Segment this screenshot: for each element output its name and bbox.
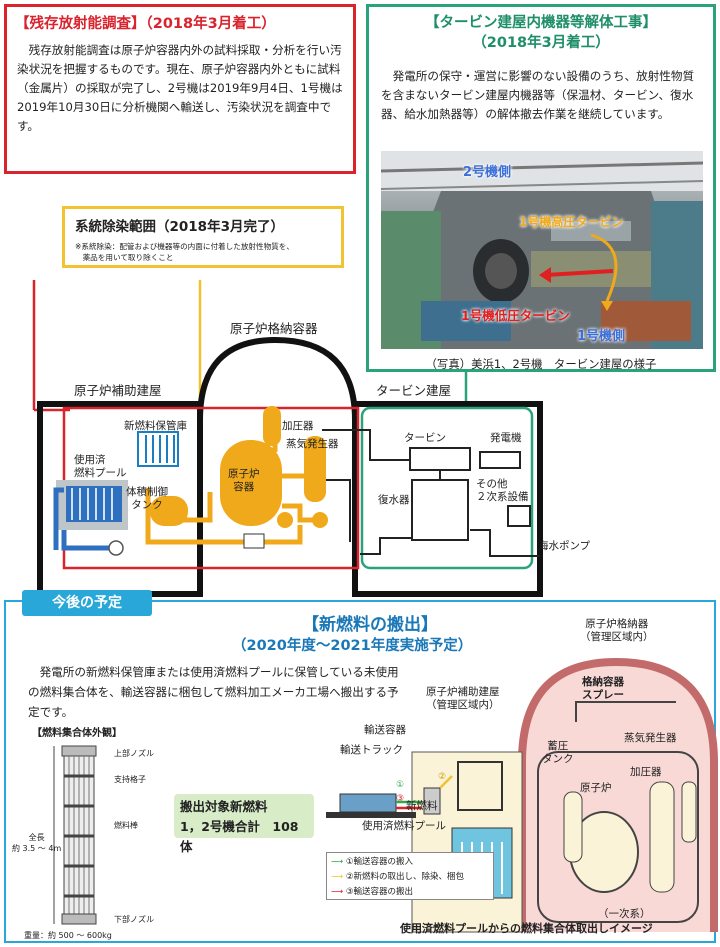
decon-note-line1: ※系統除染：配管および機器等の内面に付着した放射性物質を、 xyxy=(75,242,294,251)
target-line2: 1，2号機合計 108体 xyxy=(180,819,299,854)
decon-note-line2: 薬品を用いて取り除くこと xyxy=(82,253,174,262)
label-spent-pool-line1: 使用済 xyxy=(74,454,106,466)
residual-radioactivity-panel: 【残存放射能調査】（2018年3月着工） 残存放射能調査は原子炉容器内外の試料採… xyxy=(4,4,356,174)
label-aux-building: 原子炉補助建屋 xyxy=(74,383,162,398)
label-spray-line1: 格納容器 xyxy=(582,676,624,688)
plant-diagram-svg xyxy=(32,174,543,597)
label-reactor-vessel: 原子炉 容器 xyxy=(228,468,260,494)
label-total-length-line1: 全長 xyxy=(28,833,45,842)
label-containment: 原子炉格納容器 xyxy=(230,321,318,336)
label-step3: ③ xyxy=(396,794,405,804)
label-turbine-building: タービン建屋 xyxy=(376,383,452,398)
photo-label-unit1: 1号機側 xyxy=(577,329,626,344)
assembly-title: 【燃料集合体外観】 xyxy=(32,728,122,739)
legend-box: ⟶ ①輸送容器の搬入 ⟶ ②新燃料の取出し、除染、梱包 ⟶ ③輸送容器の搬出 xyxy=(326,852,494,900)
label-turbine: タービン xyxy=(404,432,446,444)
label-reactor-line1: 原子炉 xyxy=(228,468,260,480)
decon-title: 系統除染範囲（2018年3月完了） xyxy=(75,219,284,235)
label-reactor-line2: 容器 xyxy=(233,481,255,493)
label-cask: 輸送容器 xyxy=(364,724,406,736)
label-reactor-b: 原子炉 xyxy=(580,782,612,794)
label-spray-line2: スプレー xyxy=(582,689,624,701)
label-containment-b: 原子炉格納器 （管理区域内） xyxy=(580,618,654,644)
system-decon-panel: 系統除染範囲（2018年3月完了） ※系統除染：配管および機器等の内面に付着した… xyxy=(62,206,344,268)
removal-caption: 使用済燃料プールからの燃料集合体取出しイメージ xyxy=(400,922,653,935)
plant-diagram: 原子炉格納容器 原子炉補助建屋 タービン建屋 新燃料保管庫 使用済 燃料プール … xyxy=(0,174,720,600)
legend-item-3: ⟶ ③輸送容器の搬出 xyxy=(331,885,489,900)
turbine-building-photo: 2号機側 1号機高圧タービン 1号機低圧タービン 1号機側 xyxy=(381,151,703,349)
label-other-line2: ２次系設備 xyxy=(476,491,529,503)
label-vct-line1: 体積制御 xyxy=(126,486,168,498)
label-support-grid: 支持格子 xyxy=(114,775,146,784)
target-fuel-box: 搬出対象新燃料 1，2号機合計 108体 xyxy=(174,794,314,854)
label-spray: 格納容器 スプレー xyxy=(582,676,624,702)
photo-illustration xyxy=(381,151,703,349)
label-lower-nozzle: 下部ノズル xyxy=(114,915,154,924)
legend-label-1: ①輸送容器の搬入 xyxy=(345,857,414,867)
future-body: 発電所の新燃料保管庫または使用済燃料プールに保管している未使用の燃料集合体を、輸… xyxy=(28,665,399,719)
label-spent-pool: 使用済 燃料プール xyxy=(74,454,127,480)
label-vct-line2: タンク xyxy=(131,499,163,511)
residual-title: 【残存放射能調査】（2018年3月着工） xyxy=(15,16,276,32)
decon-note: ※系統除染：配管および機器等の内面に付着した放射性物質を、 薬品を用いて取り除く… xyxy=(75,241,294,263)
label-accum-line1: 蓄圧 xyxy=(547,740,569,752)
label-condenser: 復水器 xyxy=(378,494,410,506)
label-new-fuel-storage: 新燃料保管庫 xyxy=(124,420,187,432)
label-generator: 発電機 xyxy=(490,432,522,444)
legend-item-1: ⟶ ①輸送容器の搬入 xyxy=(331,855,489,870)
label-containment-b-line1: 原子炉格納器 xyxy=(585,618,649,630)
turbine-title: 【タービン建屋内機器等解体工事】 （2018年3月着工） xyxy=(369,13,713,53)
label-volume-control-tank: 体積制御 タンク xyxy=(126,486,168,512)
future-plan-panel: 【新燃料の搬出】 （2020年度～2021年度実施予定） 発電所の新燃料保管庫ま… xyxy=(4,600,718,943)
photo-label-unit1-hp: 1号機高圧タービン xyxy=(519,215,624,229)
target-line1: 搬出対象新燃料 xyxy=(180,799,268,814)
turbine-title-line1: 【タービン建屋内機器等解体工事】 xyxy=(425,15,657,31)
label-total-length: 全長 約 3.5 ～ 4m xyxy=(12,832,61,854)
label-aux-b: 原子炉補助建屋 （管理区域内） xyxy=(426,686,500,712)
legend-label-2: ②新燃料の取出し、除染、梱包 xyxy=(345,872,465,882)
label-steam-generator: 蒸気発生器 xyxy=(286,438,339,450)
label-pressurizer: 加圧器 xyxy=(282,420,314,432)
label-step2: ② xyxy=(438,772,447,782)
label-pressurizer-b: 加圧器 xyxy=(630,766,662,778)
legend-arrow-1: ⟶ xyxy=(331,857,344,867)
label-new-fuel-b: 新燃料 xyxy=(406,800,438,812)
label-truck: 輸送トラック xyxy=(340,744,403,756)
label-accumulator: 蓄圧 タンク xyxy=(542,740,574,766)
label-upper-nozzle: 上部ノズル xyxy=(114,749,154,758)
label-seawater-pump: 海水ポンプ xyxy=(538,540,591,552)
turbine-dismantle-panel: 【タービン建屋内機器等解体工事】 （2018年3月着工） 発電所の保守・運営に影… xyxy=(366,4,716,372)
legend-item-2: ⟶ ②新燃料の取出し、除染、梱包 xyxy=(331,870,489,885)
future-title: 【新燃料の搬出】 xyxy=(302,615,438,635)
photo-caption: （写真）美浜1、2号機 タービン建屋の様子 xyxy=(425,357,657,371)
label-primary: （一次系） xyxy=(598,908,651,920)
future-subtitle: （2020年度～2021年度実施予定） xyxy=(232,638,473,654)
future-badge: 今後の予定 xyxy=(22,590,152,616)
photo-label-unit2: 2号機側 xyxy=(463,165,512,180)
legend-arrow-2: ⟶ xyxy=(331,872,344,882)
turbine-body: 発電所の保守・運営に影響のない設備のうち、放射性物質を含まないタービン建屋内機器… xyxy=(381,69,695,121)
photo-label-unit1-lp: 1号機低圧タービン xyxy=(461,308,570,323)
fuel-assembly-illustration xyxy=(53,745,97,925)
legend-label-3: ③輸送容器の搬出 xyxy=(345,887,414,897)
label-aux-b-line1: 原子炉補助建屋 xyxy=(426,686,500,698)
label-step1: ① xyxy=(396,780,405,790)
label-spent-pool-b: 使用済燃料プール xyxy=(362,820,446,832)
label-spent-pool-line2: 燃料プール xyxy=(74,467,127,479)
label-total-length-line2: 約 3.5 ～ 4m xyxy=(12,844,62,853)
label-containment-b-line2: （管理区域内） xyxy=(580,631,654,643)
label-fuel-rod: 燃料棒 xyxy=(114,821,138,830)
label-secondary-equipment: その他 ２次系設備 xyxy=(476,478,529,504)
turbine-title-line2: （2018年3月着工） xyxy=(472,35,610,51)
label-steam-gen-b: 蒸気発生器 xyxy=(624,732,677,744)
label-aux-b-line2: （管理区域内） xyxy=(426,699,500,711)
label-other-line1: その他 xyxy=(476,478,508,490)
residual-body: 残存放射能調査は原子炉容器内外の試料採取・分析を行い汚染状況を把握するものです。… xyxy=(17,43,343,133)
label-weight: 重量：約 500 ～ 600kg xyxy=(24,931,112,940)
legend-arrow-3: ⟶ xyxy=(331,887,344,897)
label-accum-line2: タンク xyxy=(542,753,574,765)
